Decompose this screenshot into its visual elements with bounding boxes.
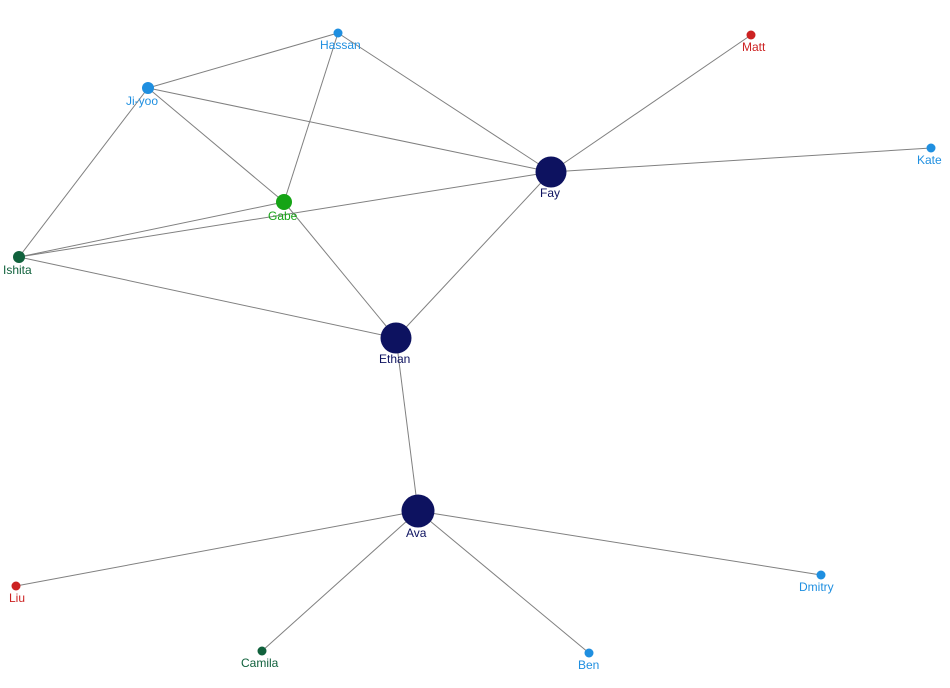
graph-node-ji-yoo[interactable]: [142, 82, 154, 94]
graph-edge: [18, 201, 285, 258]
graph-node-fay[interactable]: [535, 156, 567, 188]
graph-edge: [147, 87, 285, 203]
graph-node-label-ben: Ben: [578, 658, 599, 672]
graph-node-label-camila: Camila: [241, 656, 279, 670]
graph-node-label-gabe: Gabe: [268, 209, 298, 223]
edge-layer: [15, 32, 932, 654]
node-layer: [11, 28, 936, 658]
graph-edge: [18, 256, 397, 339]
graph-edge: [417, 510, 822, 576]
graph-node-label-ava: Ava: [406, 526, 427, 540]
graph-edge: [550, 34, 752, 173]
graph-edge: [18, 87, 149, 258]
graph-edge: [337, 32, 552, 173]
graph-edge: [147, 87, 552, 173]
graph-node-label-ishita: Ishita: [3, 263, 32, 277]
graph-node-label-hassan: Hassan: [320, 38, 361, 52]
graph-edge: [15, 510, 419, 587]
graph-edge: [283, 32, 339, 203]
graph-node-liu[interactable]: [11, 581, 21, 591]
graph-node-hassan[interactable]: [333, 28, 343, 38]
graph-edge: [417, 510, 590, 654]
graph-node-kate[interactable]: [926, 143, 936, 153]
graph-node-camila[interactable]: [257, 646, 267, 656]
graph-edge: [18, 171, 552, 258]
label-layer: Hassan MattJi-yooKateFayGabeIshitaEthanAv…: [3, 38, 942, 672]
graph-node-ishita[interactable]: [13, 251, 25, 263]
graph-node-ben[interactable]: [584, 648, 594, 658]
graph-node-matt[interactable]: [746, 30, 756, 40]
graph-node-label-ethan: Ethan: [379, 352, 410, 366]
graph-node-gabe[interactable]: [276, 194, 292, 210]
graph-node-label-fay: Fay: [540, 186, 560, 200]
graph-node-label-ji-yoo: Ji-yoo: [126, 94, 158, 108]
graph-edge: [261, 510, 419, 652]
graph-node-label-dmitry: Dmitry: [799, 580, 834, 594]
graph-node-label-kate: Kate: [917, 153, 942, 167]
graph-edge: [395, 337, 419, 512]
graph-node-ethan[interactable]: [380, 322, 412, 354]
graph-edge: [147, 32, 339, 89]
graph-edge: [550, 147, 932, 173]
graph-node-label-liu: Liu: [9, 591, 25, 605]
graph-node-label-matt: Matt: [742, 40, 766, 54]
graph-node-dmitry[interactable]: [816, 570, 826, 580]
graph-edge: [395, 171, 552, 339]
graph-edge: [283, 201, 397, 339]
graph-node-ava[interactable]: [401, 494, 435, 528]
